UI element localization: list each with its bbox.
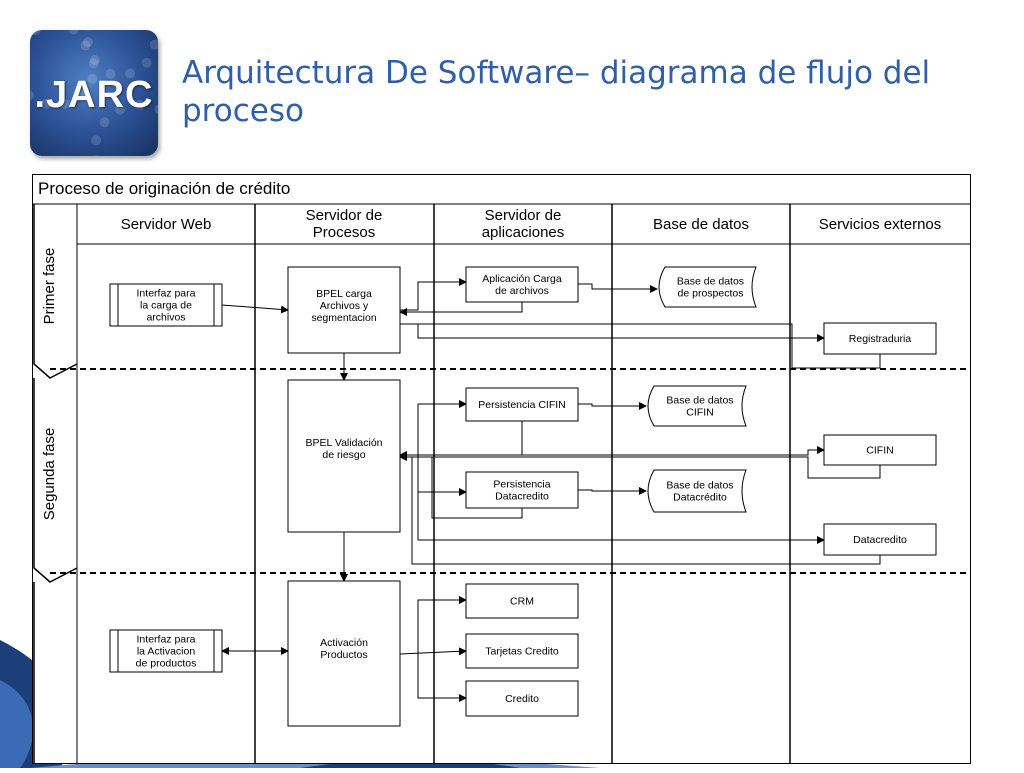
connector: [400, 278, 467, 311]
node-cifin: CIFIN: [823, 434, 937, 466]
lane-header-ext: Servicios externos: [819, 216, 942, 233]
diagram-title: Proceso de originación de crédito: [38, 179, 290, 198]
phase-label-primer: Primer fase: [41, 248, 58, 325]
node-registraduria: Registraduria: [823, 322, 937, 355]
connector: [400, 323, 881, 369]
connector: [221, 304, 289, 314]
lane-header-web: Servidor Web: [121, 216, 212, 233]
connector: [400, 446, 825, 456]
node-pers-cifin: Persistencia CIFIN: [465, 387, 579, 422]
node-credito: Credito: [465, 680, 579, 717]
phase-label-segunda: Segunda fase: [41, 428, 58, 521]
lane-header-db: Base de datos: [653, 216, 749, 233]
slide-title: Arquitectura De Software– diagrama de fl…: [182, 55, 931, 129]
logo-text: .JARC: [34, 74, 154, 116]
node-label-cifin: CIFIN: [866, 445, 893, 457]
connector: [578, 283, 658, 293]
node-crm: CRM: [465, 583, 579, 619]
connector: [399, 453, 881, 479]
connector: [417, 654, 467, 702]
node-label-pers-cifin: Persistencia CIFIN: [478, 399, 566, 411]
node-datacredito: Datacredito: [823, 523, 937, 556]
connector: [399, 647, 467, 656]
connector: [431, 457, 523, 519]
node-label-credito: Credito: [505, 693, 539, 705]
connector: [578, 402, 647, 410]
node-label-datacredito: Datacredito: [853, 534, 907, 546]
jarc-logo: .JARC: [30, 30, 158, 156]
connector: [400, 456, 881, 565]
node-label-registraduria: Registraduria: [849, 333, 912, 345]
connector: [399, 302, 523, 316]
pool-frame: [32, 174, 971, 764]
connector: [578, 487, 647, 495]
node-label-crm: CRM: [510, 596, 534, 608]
node-label-tarjetas: Tarjetas Credito: [485, 646, 559, 658]
connector: [417, 492, 825, 544]
connector: [417, 596, 467, 654]
node-tarjetas: Tarjetas Credito: [465, 633, 579, 669]
